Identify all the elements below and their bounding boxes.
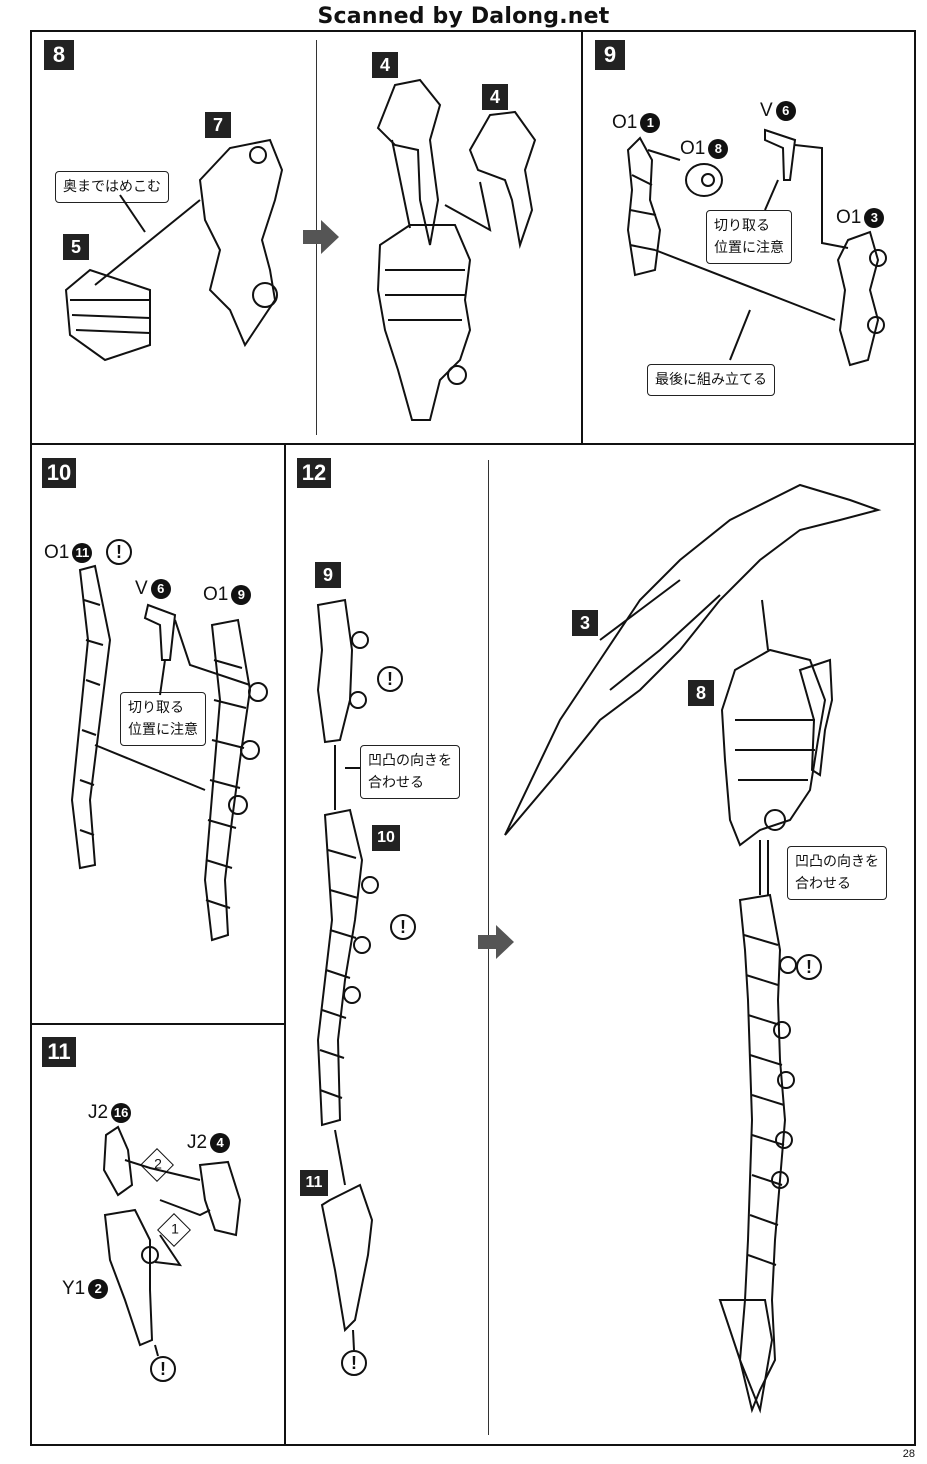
subassembly-tag-8: 8 bbox=[688, 680, 714, 706]
warning-icon-12b: ! bbox=[390, 914, 416, 940]
step-number-9: 9 bbox=[595, 40, 625, 70]
divider-row1-bottom bbox=[30, 443, 916, 445]
page-number: 28 bbox=[902, 1448, 915, 1460]
watermark-text: Scanned by Dalong.net bbox=[317, 4, 610, 29]
divider-step10-right bbox=[284, 443, 286, 1446]
step-number-8: 8 bbox=[44, 40, 74, 70]
note-cut-position-9: 切り取る 位置に注意 bbox=[706, 210, 792, 264]
note-press-fully: 奥まではめこむ bbox=[55, 171, 169, 203]
step-number-11: 11 bbox=[42, 1037, 76, 1067]
instruction-frame bbox=[30, 30, 916, 1446]
subassembly-tag-7: 7 bbox=[205, 112, 231, 138]
divider-step11-top bbox=[30, 1023, 285, 1025]
subassembly-tag-4b: 4 bbox=[482, 84, 508, 110]
subassembly-tag-10: 10 bbox=[372, 825, 400, 851]
note-align-notches-a: 凹凸の向きを 合わせる bbox=[360, 745, 460, 799]
next-arrow-step8 bbox=[303, 220, 339, 254]
warning-icon-12a: ! bbox=[377, 666, 403, 692]
subassembly-tag-11: 11 bbox=[300, 1170, 328, 1196]
subassembly-tag-9: 9 bbox=[315, 562, 341, 588]
divider-step9-left bbox=[581, 30, 583, 444]
warning-icon-11: ! bbox=[150, 1356, 176, 1382]
next-arrow-step12 bbox=[478, 925, 514, 959]
step-number-12: 12 bbox=[297, 458, 331, 488]
note-align-notches-b: 凹凸の向きを 合わせる bbox=[787, 846, 887, 900]
warning-icon-12d: ! bbox=[796, 954, 822, 980]
step-number-10: 10 bbox=[42, 458, 76, 488]
subassembly-tag-4a: 4 bbox=[372, 52, 398, 78]
subassembly-tag-3: 3 bbox=[572, 610, 598, 636]
note-assemble-last: 最後に組み立てる bbox=[647, 364, 775, 396]
subassembly-tag-5: 5 bbox=[63, 234, 89, 260]
note-cut-position-10: 切り取る 位置に注意 bbox=[120, 692, 206, 746]
warning-icon-12c: ! bbox=[341, 1350, 367, 1376]
warning-icon-10a: ! bbox=[106, 539, 132, 565]
